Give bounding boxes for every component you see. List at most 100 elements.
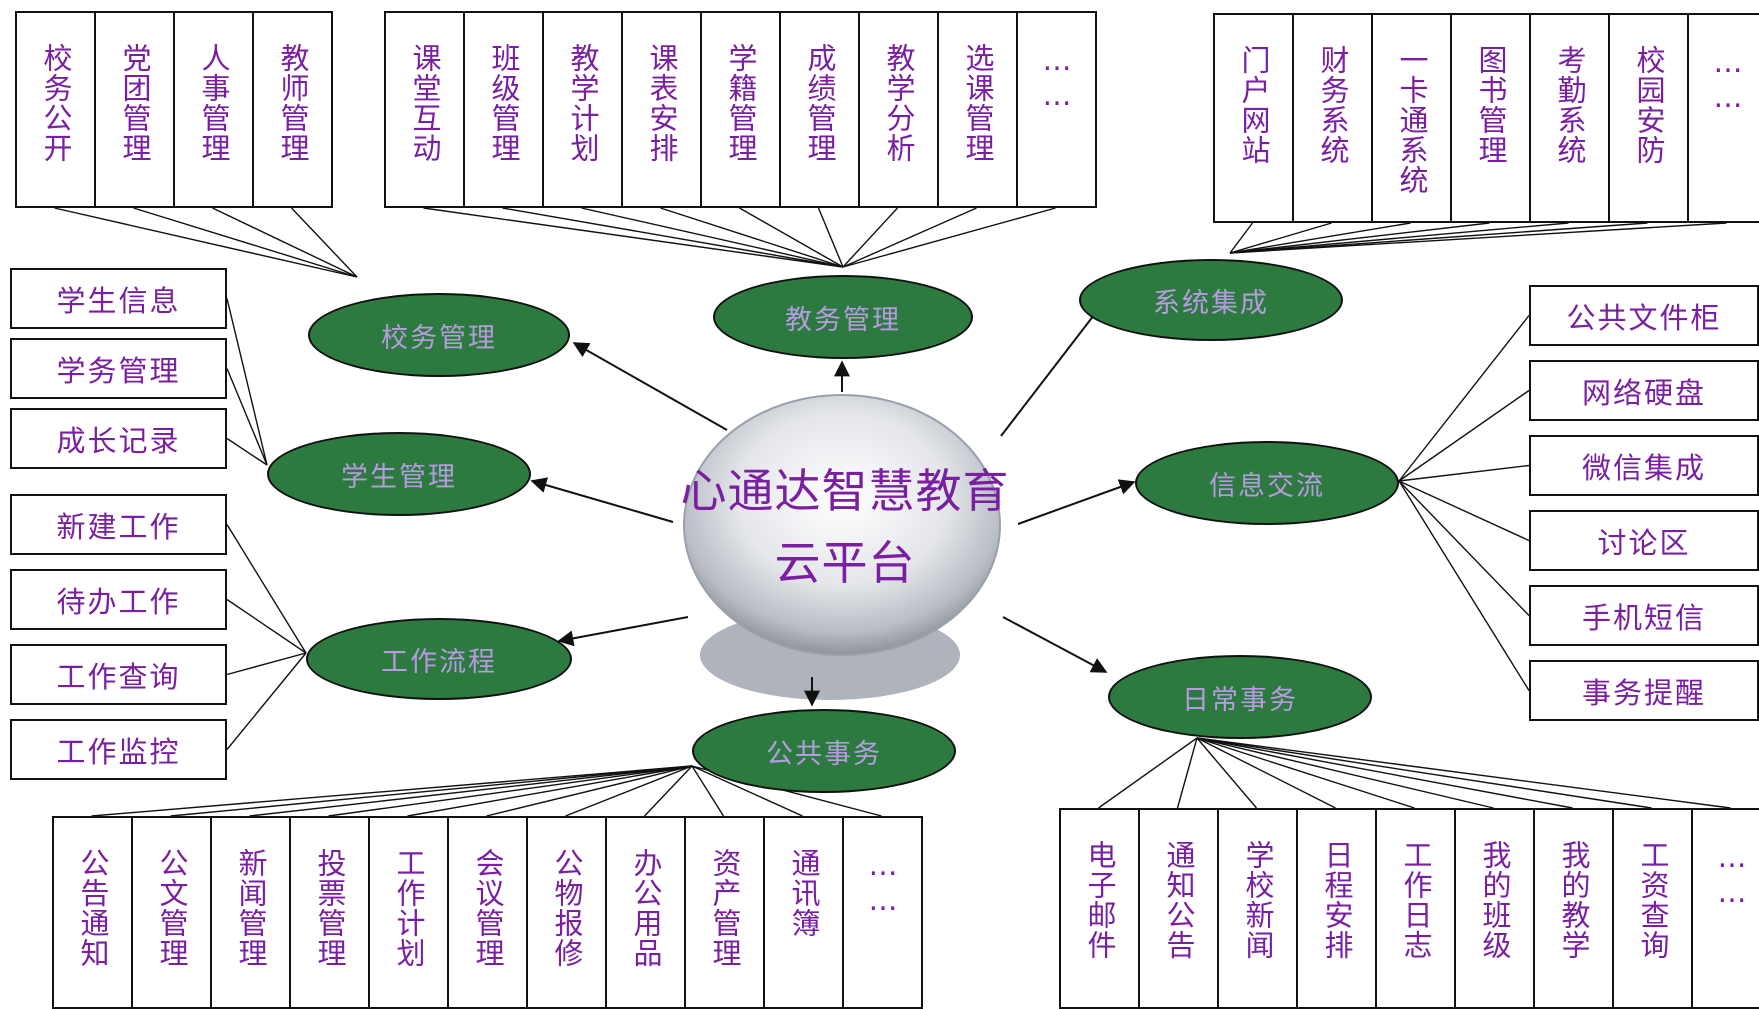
jiaowu-item-box[interactable]: 教学计划 <box>542 11 623 208</box>
richang-item-box[interactable]: …… <box>1691 808 1759 1009</box>
jiaowu-item-box[interactable]: 课表安排 <box>621 11 702 208</box>
jiaowu-item-box[interactable]: 课堂互动 <box>384 11 465 208</box>
xiaowu-connector <box>133 207 358 278</box>
gonggong-connector <box>691 765 803 817</box>
richang-item-box[interactable]: 电子邮件 <box>1059 808 1140 1009</box>
gongzuo-item-box[interactable]: 工作查询 <box>10 644 227 705</box>
xitong-connector <box>1229 222 1727 254</box>
xitong-connector <box>1229 222 1648 254</box>
gonggong-item-box[interactable]: 会议管理 <box>447 816 528 1009</box>
xitong-item-box[interactable]: 校园安防 <box>1608 13 1689 223</box>
item-label: 党团管理 <box>118 43 152 163</box>
xuesheng-connector <box>226 368 268 466</box>
jiaowu-connector <box>842 207 1056 268</box>
richang-connector <box>1176 737 1198 809</box>
xinxi-item-box[interactable]: 网络硬盘 <box>1529 360 1759 421</box>
xitong-item-box[interactable]: 门户网站 <box>1213 13 1294 223</box>
xinxi-item-box[interactable]: 讨论区 <box>1529 510 1759 571</box>
richang-connector <box>1098 737 1198 809</box>
hub-xiaowu[interactable]: 校务管理 <box>308 293 570 377</box>
jiaowu-connector <box>502 207 844 268</box>
xinxi-item-box[interactable]: 事务提醒 <box>1529 660 1759 721</box>
item-label: 通知公告 <box>1162 840 1196 960</box>
jiaowu-item-box[interactable]: 教学分析 <box>858 11 939 208</box>
item-label: 学校新闻 <box>1241 840 1275 960</box>
hub-xinxi[interactable]: 信息交流 <box>1135 441 1399 525</box>
center-arrow-2 <box>1000 300 1105 437</box>
xuesheng-item-box[interactable]: 成长记录 <box>10 408 227 469</box>
gonggong-connector <box>486 765 693 817</box>
gongzuo-item-box[interactable]: 新建工作 <box>10 494 227 555</box>
gonggong-item-box[interactable]: 通讯簿 <box>763 816 844 1009</box>
gonggong-item-box[interactable]: 公告通知 <box>52 816 133 1009</box>
item-label: 公告通知 <box>76 848 110 968</box>
hub-gonggong[interactable]: 公共事务 <box>692 709 956 793</box>
gonggong-item-box[interactable]: 新闻管理 <box>210 816 291 1009</box>
jiaowu-item-box[interactable]: 学籍管理 <box>700 11 781 208</box>
jiaowu-connector <box>581 207 844 268</box>
xitong-connector <box>1229 222 1490 254</box>
item-label: …… <box>1040 43 1074 113</box>
xiaowu-item-box[interactable]: 校务公开 <box>15 11 96 208</box>
xitong-item-box[interactable]: 财务系统 <box>1292 13 1373 223</box>
jiaowu-item-box[interactable]: …… <box>1016 11 1097 208</box>
xiaowu-connector <box>290 207 358 278</box>
xinxi-item-box[interactable]: 手机短信 <box>1529 585 1759 646</box>
xuesheng-item-box[interactable]: 学生信息 <box>10 268 227 329</box>
gonggong-item-box[interactable]: 投票管理 <box>289 816 370 1009</box>
gongzuo-item-box[interactable]: 待办工作 <box>10 569 227 630</box>
xitong-connector <box>1229 222 1254 254</box>
richang-item-box[interactable]: 日程安排 <box>1296 808 1377 1009</box>
gonggong-item-box[interactable]: 办公用品 <box>605 816 686 1009</box>
hub-gongzuo[interactable]: 工作流程 <box>306 618 572 700</box>
item-label: 我的教学 <box>1557 840 1591 960</box>
xuesheng-item-box[interactable]: 学务管理 <box>10 338 227 399</box>
item-label: 图书管理 <box>1474 45 1508 165</box>
hub-jiaowu[interactable]: 教务管理 <box>713 275 973 359</box>
item-label: …… <box>866 848 900 918</box>
hub-richang[interactable]: 日常事务 <box>1108 655 1372 739</box>
gonggong-item-box[interactable]: …… <box>842 816 923 1009</box>
item-label: 公文管理 <box>155 848 189 968</box>
xitong-item-box[interactable]: 图书管理 <box>1450 13 1531 223</box>
xiaowu-item-box[interactable]: 党团管理 <box>94 11 175 208</box>
center-title-line2: 云平台 <box>774 536 916 590</box>
item-label: 工作日志 <box>1399 840 1433 960</box>
item-label: 校园安防 <box>1632 45 1666 165</box>
xinxi-connector <box>1398 480 1530 542</box>
jiaowu-item-box[interactable]: 选课管理 <box>937 11 1018 208</box>
xinxi-item-box[interactable]: 微信集成 <box>1529 435 1759 496</box>
richang-item-box[interactable]: 工资查询 <box>1612 808 1693 1009</box>
gonggong-item-box[interactable]: 公物报修 <box>526 816 607 1009</box>
hub-xitong[interactable]: 系统集成 <box>1079 259 1343 341</box>
richang-item-box[interactable]: 通知公告 <box>1138 808 1219 1009</box>
xinxi-item-box[interactable]: 公共文件柜 <box>1529 285 1759 346</box>
gonggong-item-box[interactable]: 公文管理 <box>131 816 212 1009</box>
xitong-item-box[interactable]: 一卡通系统 <box>1371 13 1452 223</box>
item-label: 公物报修 <box>550 848 584 968</box>
gonggong-item-box[interactable]: 工作计划 <box>368 816 449 1009</box>
richang-item-box[interactable]: 我的教学 <box>1533 808 1614 1009</box>
richang-connector <box>1196 737 1573 809</box>
hub-xuesheng[interactable]: 学生管理 <box>267 432 531 516</box>
richang-item-box[interactable]: 我的班级 <box>1454 808 1535 1009</box>
richang-item-box[interactable]: 工作日志 <box>1375 808 1456 1009</box>
xitong-item-box[interactable]: …… <box>1687 13 1759 223</box>
gonggong-connector <box>565 765 693 817</box>
richang-item-box[interactable]: 学校新闻 <box>1217 808 1298 1009</box>
gonggong-connector <box>91 765 693 817</box>
item-label: 课表安排 <box>645 43 679 163</box>
xinxi-connector <box>1398 389 1530 482</box>
gongzuo-item-box[interactable]: 工作监控 <box>10 719 227 780</box>
jiaowu-item-box[interactable]: 班级管理 <box>463 11 544 208</box>
xitong-item-box[interactable]: 考勤系统 <box>1529 13 1610 223</box>
xuesheng-connector <box>226 437 268 466</box>
jiaowu-item-box[interactable]: 成绩管理 <box>779 11 860 208</box>
gonggong-item-box[interactable]: 资产管理 <box>684 816 765 1009</box>
xiaowu-item-box[interactable]: 人事管理 <box>173 11 254 208</box>
item-label: 教师管理 <box>276 43 310 163</box>
item-label: 成绩管理 <box>803 43 837 163</box>
xiaowu-item-box[interactable]: 教师管理 <box>252 11 333 208</box>
